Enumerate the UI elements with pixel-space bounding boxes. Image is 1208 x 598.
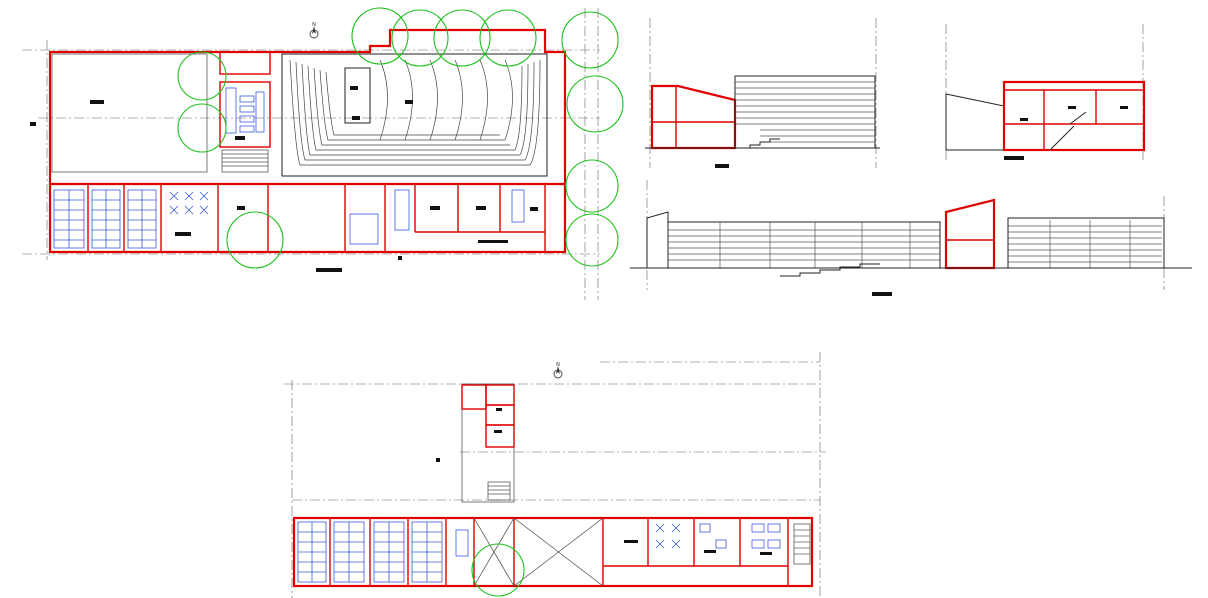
- north-label: N: [312, 22, 316, 28]
- staircase-steps: [794, 529, 810, 555]
- tree-symbols: [177, 7, 624, 269]
- stage: [344, 67, 371, 124]
- section-wall-outline: [1002, 80, 1146, 152]
- toilet-room: [485, 384, 515, 406]
- first-floor-wing: [292, 516, 814, 588]
- classroom-partitions: [329, 518, 789, 586]
- elevation-wing-block: [1007, 217, 1165, 269]
- north-label: N: [556, 362, 560, 368]
- staircase-steps: [488, 485, 510, 495]
- elevation-louvres: [668, 220, 1162, 268]
- section-title-tag: [715, 164, 729, 168]
- north-arrow-icon: N: [309, 22, 319, 39]
- classroom-partitions: [87, 184, 546, 252]
- staircase: [221, 149, 269, 173]
- auditorium-hall: [281, 53, 548, 177]
- north-arrow-icon: N: [553, 362, 563, 379]
- toilet-block: [219, 51, 271, 75]
- staircase: [487, 481, 511, 501]
- elevation-title-tag: [872, 292, 892, 296]
- library-room: [219, 81, 271, 148]
- library-shelving: [225, 87, 265, 134]
- cross-section-b: [945, 24, 1146, 160]
- stair-section: [1049, 111, 1087, 151]
- room-tags: [30, 86, 538, 272]
- cross-section-a: [645, 18, 880, 168]
- staircase-steps: [222, 153, 268, 167]
- tree-symbol: [471, 543, 525, 597]
- longitudinal-elevation: [630, 180, 1192, 296]
- office-room: [485, 424, 515, 448]
- classroom-desks: [297, 521, 781, 583]
- auditorium-row-lines: [379, 59, 513, 141]
- toilet-room: [461, 384, 487, 410]
- double-height-void: [473, 517, 604, 587]
- elevation-section-cut: [944, 198, 996, 270]
- first-floor-plan: N: [284, 352, 826, 598]
- exterior-wall: [48, 28, 567, 254]
- open-courtyard: [51, 53, 208, 173]
- room-tags: [1004, 106, 1128, 160]
- facade-louvres: [735, 81, 875, 143]
- section-wall-outline: [650, 84, 737, 150]
- staircase: [793, 523, 811, 565]
- auditorium-seating-arcs: [289, 59, 541, 166]
- room-tags: [436, 408, 772, 555]
- section-annex: [945, 93, 1005, 151]
- classroom-desks: [53, 189, 525, 249]
- elevation-main-block: [667, 221, 941, 269]
- tiered-seating: [740, 138, 780, 149]
- ground-floor-plan: N: [22, 7, 624, 300]
- elevation-steps: [780, 263, 880, 277]
- elevation-end-block: [646, 211, 669, 268]
